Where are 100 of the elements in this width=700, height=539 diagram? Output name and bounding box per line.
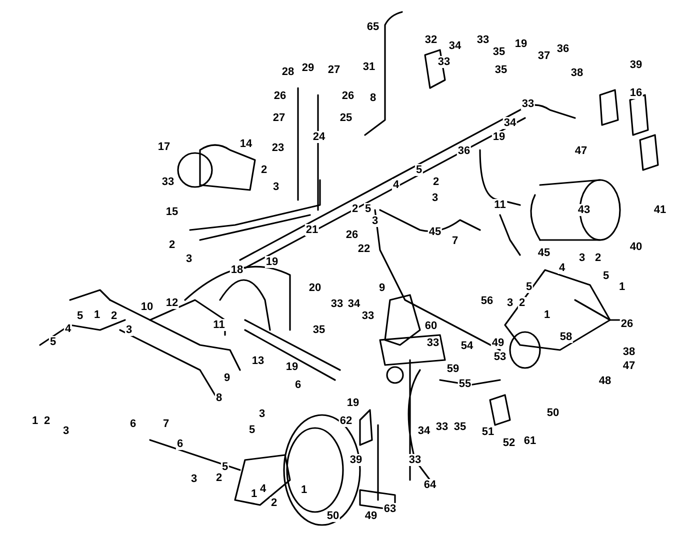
callout-number: 9 [378,282,386,294]
callout-number: 33 [434,421,450,433]
callout-number: 18 [230,264,244,276]
callout-number: 10 [140,301,154,313]
callout-number: 5 [76,310,84,322]
callout-number: 45 [536,247,552,259]
callout-number: 19 [346,397,360,409]
callout-number: 12 [164,297,180,309]
callout-number: 33 [408,454,422,466]
callout-number: 7 [450,235,460,247]
callout-number: 11 [212,319,226,331]
callout-number: 37 [536,50,552,62]
callout-number: 38 [570,67,584,79]
callout-number: 3 [370,215,380,227]
callout-number: 50 [546,407,560,419]
callout-number: 19 [264,256,280,268]
callout-number: 41 [652,204,668,216]
callout-number: 25 [338,112,354,124]
callout-number: 26 [620,318,634,330]
callout-number: 6 [294,379,302,391]
callout-number: 5 [414,164,424,176]
callout-number: 45 [428,226,442,238]
callout-number: 34 [416,425,432,437]
callout-number: 35 [452,421,468,433]
callout-number: 1 [92,309,102,321]
callout-number: 5 [248,424,256,436]
callout-number: 28 [280,66,296,78]
callout-number: 33 [520,98,536,110]
callout-number: 60 [424,320,438,332]
callout-number: 16 [628,87,644,99]
callout-number: 24 [312,131,326,143]
callout-number: 2 [594,252,602,264]
callout-number: 19 [492,131,506,143]
callout-number: 27 [326,64,342,76]
callout-number: 64 [422,479,438,491]
callout-number: 5 [48,336,58,348]
callout-number: 34 [502,117,518,129]
callout-number: 33 [330,298,344,310]
callout-number: 17 [156,141,172,153]
callout-number: 34 [346,298,362,310]
callout-number: 38 [622,346,636,358]
callout-number: 3 [62,425,70,437]
callout-number: 7 [162,418,170,430]
callout-number: 47 [574,145,588,157]
callout-number: 33 [476,34,490,46]
callout-number: 6 [128,418,138,430]
callout-number: 31 [362,61,376,73]
callout-number: 61 [522,435,538,447]
callout-number: 8 [214,392,224,404]
callout-number: 3 [272,181,280,193]
callout-number: 2 [270,497,278,509]
callout-number: 47 [622,360,636,372]
callout-number: 4 [392,179,400,191]
callout-number: 23 [270,142,286,154]
callout-number: 1 [618,281,626,293]
callout-number: 39 [348,454,364,466]
callout-number: 58 [558,331,574,343]
callout-number: 62 [338,415,354,427]
callout-number: 63 [382,503,398,515]
callout-number: 8 [368,92,378,104]
callout-number: 19 [284,361,300,373]
callout-number: 26 [340,90,356,102]
callout-number: 2 [518,297,526,309]
callout-number: 2 [214,472,224,484]
callout-number: 59 [446,363,460,375]
callout-number: 33 [360,310,376,322]
callout-number: 33 [436,56,452,68]
callout-number: 4 [64,323,72,335]
callout-number: 4 [258,483,268,495]
callout-number: 36 [456,145,472,157]
callout-number: 29 [300,62,316,74]
callout-number: 5 [220,461,230,473]
callout-number: 1 [250,488,258,500]
callout-number: 2 [260,164,268,176]
callout-number: 21 [304,224,320,236]
callout-number: 33 [160,176,176,188]
callout-number: 2 [350,203,360,215]
callout-number: 39 [628,59,644,71]
callout-number: 49 [490,337,506,349]
callout-number: 2 [110,310,118,322]
callout-number: 43 [576,204,592,216]
callout-number: 32 [424,34,438,46]
callout-number: 3 [184,253,194,265]
callout-number: 5 [364,203,372,215]
callout-number: 65 [366,21,380,33]
callout-number: 1 [542,309,552,321]
callout-number: 3 [506,297,514,309]
callout-number: 26 [272,90,288,102]
callout-number: 33 [426,337,440,349]
callout-number: 3 [190,473,198,485]
callout-number: 15 [164,206,180,218]
callout-number: 55 [458,378,472,390]
callout-number: 35 [494,64,508,76]
callout-number: 4 [558,262,566,274]
callout-number: 56 [480,295,494,307]
callout-number: 5 [602,270,610,282]
callout-number: 1 [300,484,308,496]
callout-number: 34 [448,40,462,52]
callout-number: 48 [598,375,612,387]
callout-number: 20 [308,282,322,294]
